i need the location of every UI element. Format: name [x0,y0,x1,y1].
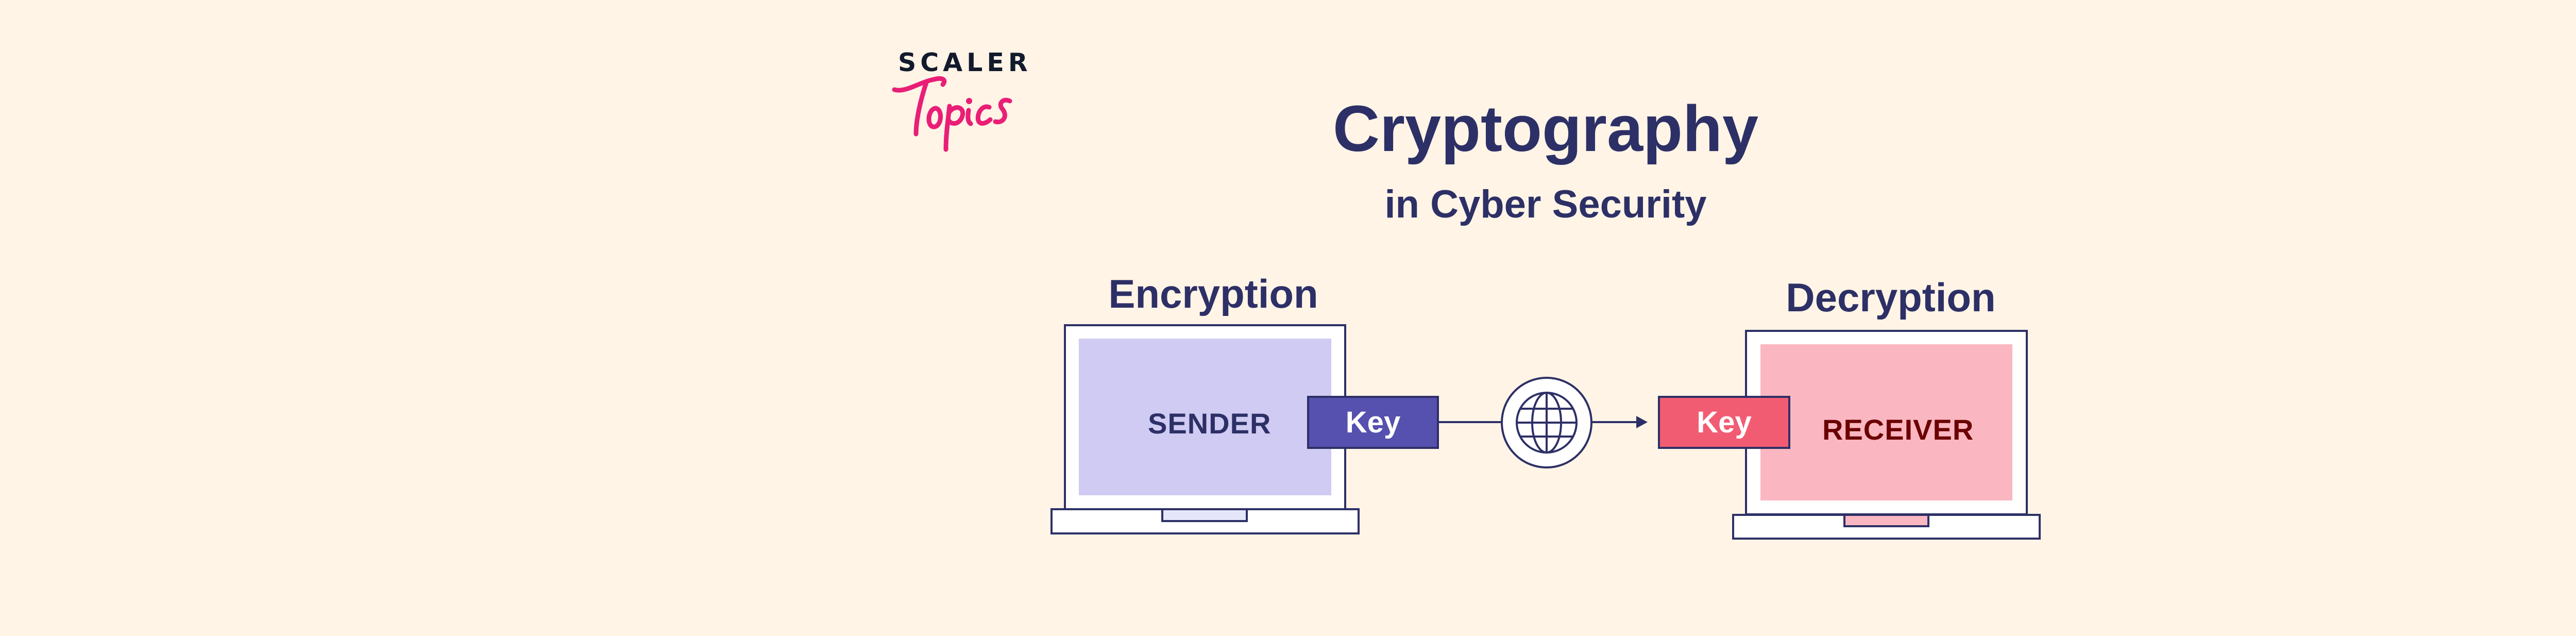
decryption-heading: Decryption [1786,275,1996,320]
sender-screen-display [1079,339,1331,495]
encryption-heading: Encryption [1108,271,1318,316]
sender-key-box: Key [1307,396,1439,449]
receiver-key-box: Key [1658,396,1790,449]
globe-icon [1501,377,1592,468]
sender-laptop-notch [1161,508,1248,522]
logo-brand-text: SCALER [898,48,1032,77]
receiver-laptop-notch [1843,514,1929,527]
page-subtitle: in Cyber Security [1384,182,1707,226]
sender-label: SENDER [1148,407,1272,440]
receiver-label: RECEIVER [1822,413,1974,446]
receiver-screen-display [1760,344,2012,500]
logo-topics-script [892,76,1012,152]
arrow-head-icon [1636,416,1648,428]
page-title: Cryptography [1332,92,1759,165]
